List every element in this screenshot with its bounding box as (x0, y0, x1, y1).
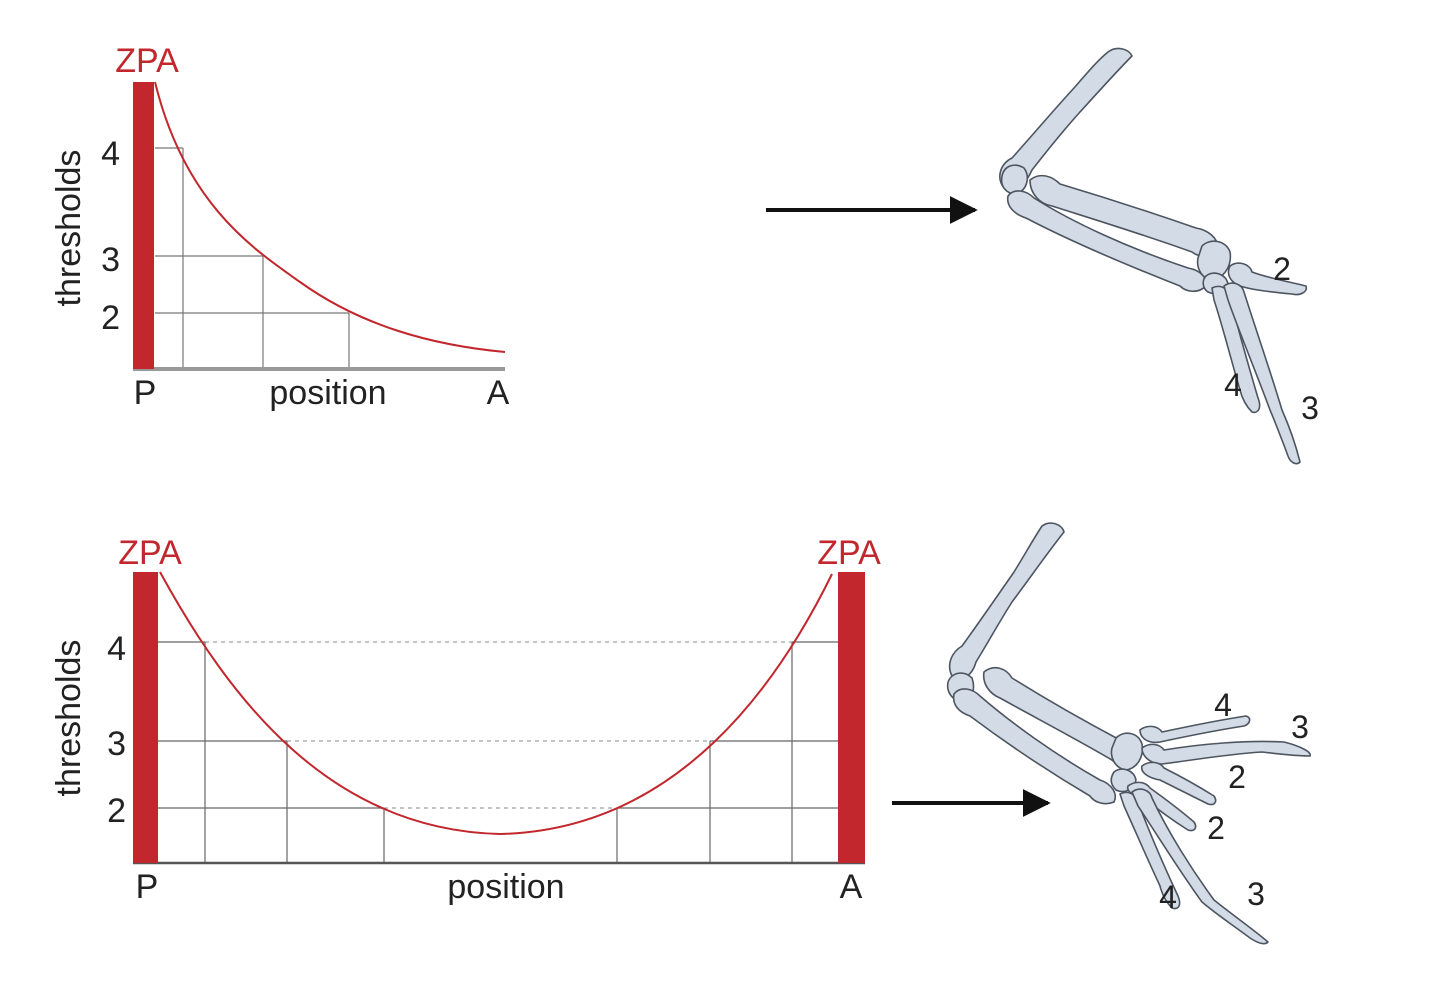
bottom-zpa-bar-left (133, 572, 158, 863)
bottom-ulna (952, 688, 1116, 805)
bottom-digit-3-anterior (1141, 740, 1311, 765)
bottom-y-axis-label: thresholds (50, 640, 88, 797)
bottom-digit-label-3-posterior: 3 (1247, 876, 1265, 912)
bottom-dashed-lines (205, 641, 792, 809)
top-digit-3 (1223, 282, 1301, 465)
bottom-wrist (1110, 732, 1144, 771)
top-limb-skeleton (999, 47, 1308, 465)
bottom-digit-label-2-posterior: 2 (1207, 810, 1225, 846)
bottom-x-axis-label: position (447, 868, 564, 906)
top-digit-label-2: 2 (1273, 251, 1291, 287)
top-digit-label-4: 4 (1224, 367, 1242, 403)
top-zpa-bar (133, 82, 154, 369)
bottom-graph: ZPA ZPA 4 3 2 thresholds P position A (50, 534, 881, 906)
top-y-tick-3: 3 (101, 241, 120, 279)
top-x-start-label: P (134, 374, 157, 412)
bottom-digit-3-posterior (1131, 788, 1269, 945)
bottom-limb-skeleton (946, 522, 1311, 945)
bottom-digit-label-4-posterior: 4 (1159, 879, 1177, 915)
top-elbow (1000, 164, 1029, 195)
bottom-grid (158, 641, 838, 862)
top-grid (155, 147, 350, 368)
top-x-axis-label: position (269, 374, 386, 412)
bottom-y-tick-2: 2 (107, 792, 126, 830)
bottom-zpa-bar-right (838, 572, 865, 863)
bottom-x-start-label: P (136, 868, 159, 906)
bottom-y-tick-3: 3 (107, 725, 126, 763)
top-wrist (1196, 240, 1232, 281)
bottom-digit-2-anterior (1140, 761, 1217, 806)
bottom-digit-label-4-anterior: 4 (1214, 687, 1232, 723)
bottom-digit-label-3-anterior: 3 (1291, 709, 1309, 745)
top-y-tick-4: 4 (101, 135, 120, 173)
top-y-tick-2: 2 (101, 299, 120, 337)
bottom-digit-4-anterior (1139, 715, 1251, 744)
bottom-humerus (948, 522, 1065, 680)
bottom-digit-label-2-anterior: 2 (1228, 759, 1246, 795)
top-graph: ZPA 4 3 2 thresholds P position A (50, 42, 510, 412)
bottom-zpa-label-right: ZPA (817, 534, 881, 572)
top-digit-label-3: 3 (1301, 390, 1319, 426)
bottom-x-end-label: A (840, 868, 863, 906)
bottom-threshold-curve (159, 571, 833, 836)
top-x-end-label: A (487, 374, 510, 412)
top-y-axis-label: thresholds (50, 150, 88, 307)
bottom-zpa-label-left: ZPA (118, 534, 182, 572)
bottom-y-tick-4: 4 (107, 630, 126, 668)
top-threshold-curve (154, 81, 506, 353)
top-zpa-label: ZPA (115, 42, 179, 80)
